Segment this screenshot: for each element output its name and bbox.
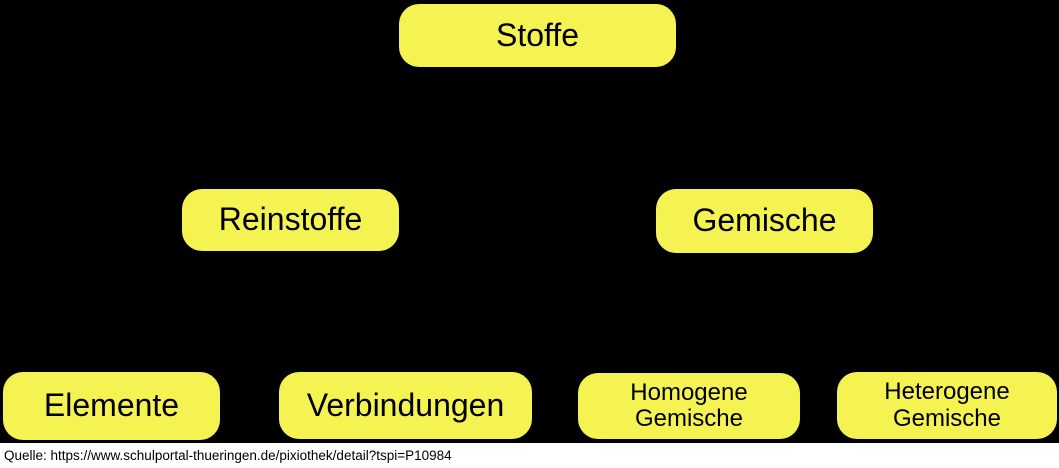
- source-bar: Quelle: https://www.schulportal-thuering…: [0, 443, 1059, 468]
- node-elemente: Elemente: [3, 372, 220, 440]
- node-verbindungen: Verbindungen: [279, 372, 532, 439]
- node-gemische: Gemische: [656, 189, 873, 253]
- node-stoffe: Stoffe: [399, 4, 676, 67]
- node-reinstoffe: Reinstoffe: [182, 189, 399, 251]
- node-homogene-gemische: Homogene Gemische: [578, 373, 800, 439]
- node-heterogene-gemische: Heterogene Gemische: [837, 372, 1057, 439]
- source-citation: Quelle: https://www.schulportal-thuering…: [4, 448, 452, 463]
